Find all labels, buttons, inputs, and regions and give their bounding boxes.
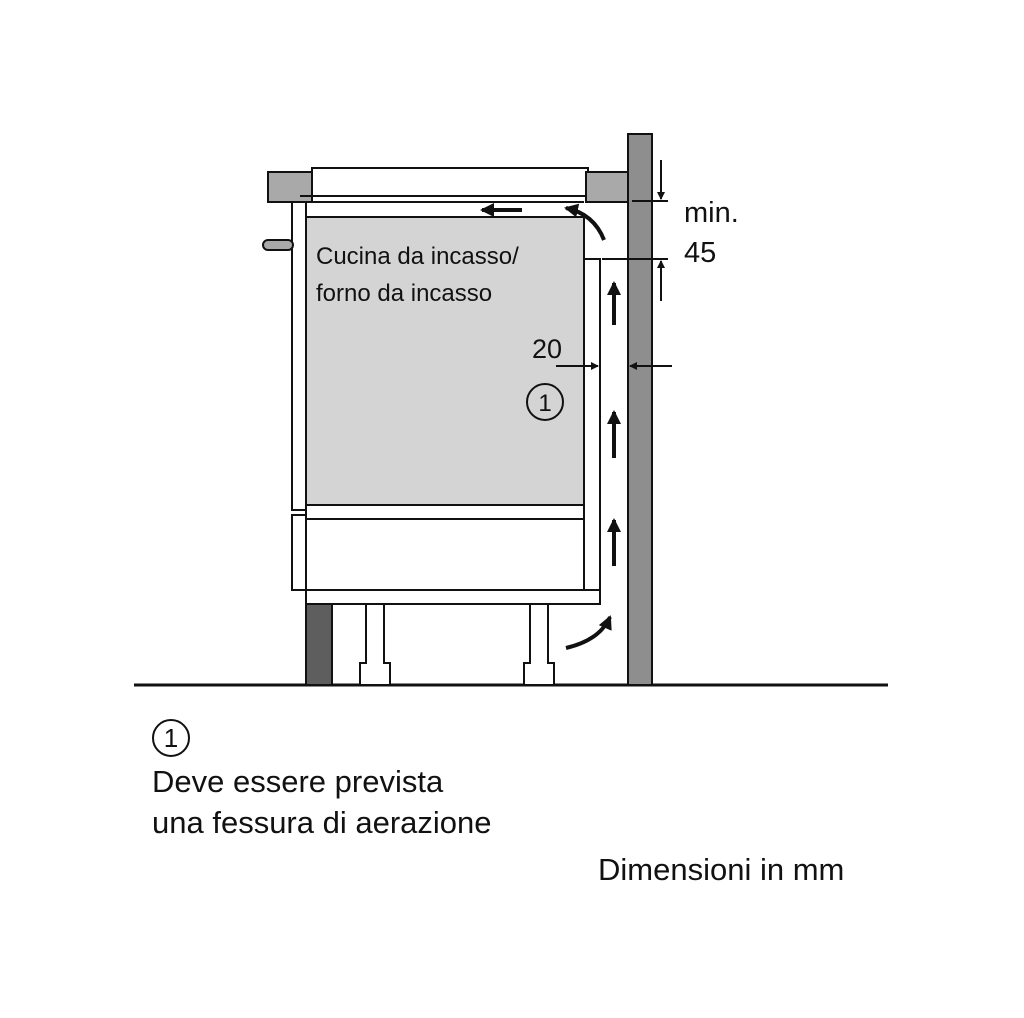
legend-line2: una fessura di aerazione — [152, 805, 492, 840]
worktop-right-edge — [585, 171, 629, 203]
legend: 1 Deve essere prevista una fessura di ae… — [152, 716, 492, 843]
airflow-arrow-outflow-curve — [564, 203, 606, 241]
drawer-top-rail — [305, 504, 585, 520]
cabinet-base-front — [291, 514, 307, 591]
drawer — [305, 518, 585, 591]
marker-circle — [526, 383, 564, 421]
oven-body — [305, 216, 585, 506]
units-note: Dimensioni in mm — [598, 852, 845, 887]
legend-line1: Deve essere prevista — [152, 764, 444, 799]
legend-marker: 1 — [152, 719, 190, 757]
plinth — [305, 603, 333, 686]
oven-handle — [262, 239, 294, 251]
wall — [627, 133, 653, 686]
appliance-label-line2: forno da incasso — [316, 280, 492, 307]
appliance-label-line1: Cucina da incasso/ — [316, 243, 519, 270]
dim-min-label: min. — [684, 197, 739, 229]
marker-number: 1 — [538, 390, 551, 417]
leg-right — [523, 603, 555, 686]
hob-glass — [311, 167, 589, 197]
dim-gap-value: 20 — [532, 334, 562, 364]
airflow-arrow-inflow — [565, 615, 612, 650]
leg-left — [359, 603, 391, 686]
dim-min-value: 45 — [684, 237, 716, 269]
cabinet-side-panel — [291, 201, 307, 511]
cabinet-bottom-board — [305, 589, 601, 605]
worktop-left-edge — [267, 171, 313, 203]
cabinet-back-panel — [583, 258, 601, 591]
